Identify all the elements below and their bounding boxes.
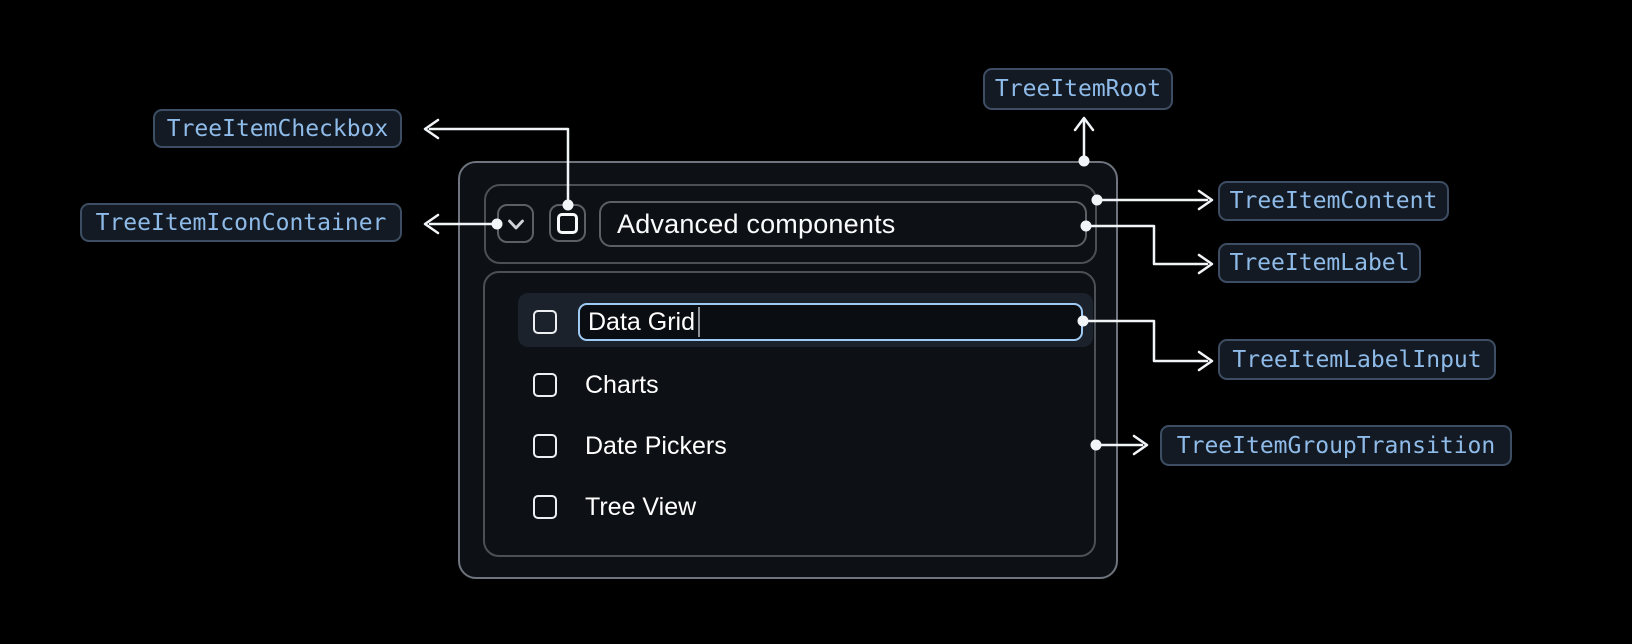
chevron-down-icon [507, 219, 524, 229]
item-checkbox-date-pickers[interactable] [533, 434, 557, 458]
tree-item-row-date-pickers[interactable]: Date Pickers [585, 428, 885, 464]
arrow-right-icon [1132, 434, 1149, 456]
checkbox-unchecked-icon [557, 212, 578, 234]
badge-tree-item-root: TreeItemRoot [983, 68, 1173, 110]
connector-tree-item-root [1073, 116, 1095, 167]
badge-tree-item-icon-container: TreeItemIconContainer [80, 203, 402, 242]
badge-tree-item-group-transition: TreeItemGroupTransition [1160, 425, 1512, 466]
tree-item-row-charts[interactable]: Charts [585, 367, 885, 403]
tree-item-group-box [483, 271, 1096, 557]
item-label: Charts [585, 370, 659, 399]
badge-tree-item-checkbox: TreeItemCheckbox [153, 109, 402, 148]
parent-item-label: Advanced components [617, 208, 896, 239]
item-checkbox-charts[interactable] [533, 373, 557, 397]
item-label: Date Pickers [585, 431, 727, 460]
arrow-left-icon [423, 118, 440, 140]
arrow-right-icon [1197, 350, 1214, 372]
item-checkbox-tree-view[interactable] [533, 495, 557, 519]
tree-item-row-tree-view[interactable]: Tree View [585, 489, 885, 525]
tree-item-checkbox-button[interactable] [549, 204, 586, 242]
badge-tree-item-label: TreeItemLabel [1218, 243, 1421, 283]
tree-item-label-box[interactable]: Advanced components [599, 201, 1087, 247]
item-label: Tree View [585, 492, 697, 521]
badge-tree-item-label-input: TreeItemLabelInput [1218, 339, 1496, 380]
arrow-right-icon [1197, 253, 1214, 275]
text-caret [697, 307, 700, 337]
tree-item-label-input-field[interactable]: Data Grid [578, 303, 1083, 341]
badge-tree-item-content: TreeItemContent [1218, 181, 1449, 221]
item-checkbox-data-grid[interactable] [533, 310, 557, 334]
tree-item-icon-container-button[interactable] [497, 204, 534, 243]
label-input-value: Data Grid [588, 307, 695, 336]
arrow-up-icon [1073, 116, 1095, 132]
arrow-left-icon [423, 213, 440, 235]
arrow-right-icon [1197, 189, 1214, 211]
